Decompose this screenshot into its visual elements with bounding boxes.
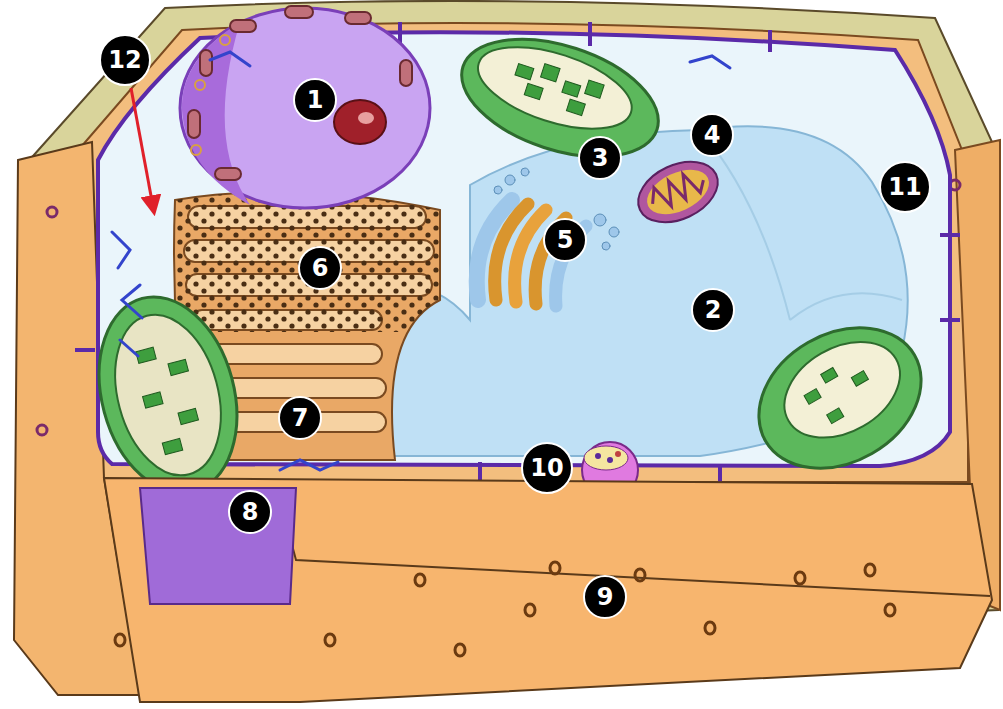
cytoskeleton-part [112,232,142,356]
callout-number: 9 [583,575,627,619]
chloroplast-part-part [168,359,188,375]
cell-wall-part [37,425,47,435]
callout-number: 2 [691,288,735,332]
nucleus-part-part [230,20,256,32]
cell-wall-front-part-part [885,604,895,616]
cytoskeleton-part [690,56,730,68]
cell-wall-front-part [115,562,895,656]
nucleus-part-part [345,12,371,24]
leader-arrow [131,88,154,212]
chloroplast-part-part [178,408,198,424]
cell-wall-part [47,207,57,217]
cytoskeleton-part [280,460,338,470]
callout-number: 4 [690,113,734,157]
chloroplast [734,300,947,497]
nucleus [180,6,430,208]
chloroplast-part-part [566,99,585,115]
cell-wall-front-part-part [705,622,715,634]
golgi-apparatus-part-part [494,186,502,194]
peroxisome-part [615,451,621,457]
cell-wall-front-part-part [415,574,425,586]
cell-wall-front-part-part [865,564,875,576]
golgi-apparatus-part-part [602,242,610,250]
nucleus-part-part [195,80,205,90]
callout-number: 11 [879,161,931,213]
chloroplast-part [799,355,878,429]
nucleus-part-part [188,110,200,138]
mitochondrion-part [640,161,716,223]
chloroplast-part-part [524,83,543,99]
cell-wall-front-part-part [525,604,535,616]
mitochondrion [629,150,728,234]
mitochondrion-part [629,150,728,234]
cell-wall-front-part [104,478,992,702]
golgi-apparatus [477,168,619,306]
chloroplast-part-part [162,438,182,454]
callout-number: 1 [293,78,337,122]
nucleus-part-part [400,60,412,86]
callout-number: 12 [99,34,151,86]
chloroplast-part [768,322,917,457]
cell-wall-front-part [140,488,296,604]
callout-number: 6 [298,246,342,290]
callout-number: 3 [578,136,622,180]
cell-wall-front-part-part [455,644,465,656]
nucleus-part [188,6,412,180]
chloroplast-part-part [585,80,605,98]
nucleus-part-part [285,6,313,18]
callout-number: 7 [278,396,322,440]
callout-number: 5 [543,218,587,262]
chloroplast-part-part [851,371,868,387]
cell-wall-front-part-part [635,569,645,581]
peroxisome-part [607,457,613,463]
nucleus-part [334,100,386,144]
endoplasmic-reticulum-part-part [175,192,440,332]
cytoskeleton [112,52,730,470]
cell-wall-front-part-part [115,634,125,646]
nucleus-part-part [220,35,230,45]
chloroplast [447,17,673,179]
golgi-apparatus-part-part [505,175,515,185]
chloroplast-part-part [804,389,821,405]
chloroplast-part [98,303,237,487]
golgi-apparatus-part-part [609,227,619,237]
cell-wall-front [104,478,992,702]
golgi-apparatus-part-part [594,214,606,226]
chloroplast-part-part [143,392,163,408]
nucleus-part [180,8,430,208]
chloroplast-part [78,281,257,508]
cytoskeleton-part [210,52,250,66]
cell-wall-front-part-part [550,562,560,574]
cell-wall-front-part-part [795,572,805,584]
chloroplast-part [131,340,208,457]
chloroplast-part [468,31,641,145]
chloroplast-part-part [541,64,561,82]
chloroplast-part [509,56,604,119]
vacuole-part [700,130,902,320]
nucleus-part-part [191,145,201,155]
cell-wall-front-part [289,490,990,596]
nucleus-part-part [200,50,212,76]
chloroplast-part [447,17,673,179]
chloroplast-part-part [515,64,534,80]
nucleus-part-part [215,168,241,180]
cell-wall-front-part-part [325,634,335,646]
peroxisome-part [595,453,601,459]
nucleus-part [182,22,250,205]
callout-number: 8 [228,490,272,534]
chloroplast [78,281,257,508]
chloroplast-part-part [821,368,838,384]
chloroplast-part-part [562,81,581,97]
callout-number: 10 [521,442,573,494]
mitochondrion-part [647,167,708,212]
peroxisome-part [584,446,628,470]
chloroplast-part-part [827,408,844,424]
golgi-apparatus-part-part [521,168,529,176]
nucleus-part [358,112,374,124]
chloroplast-part [734,300,947,497]
